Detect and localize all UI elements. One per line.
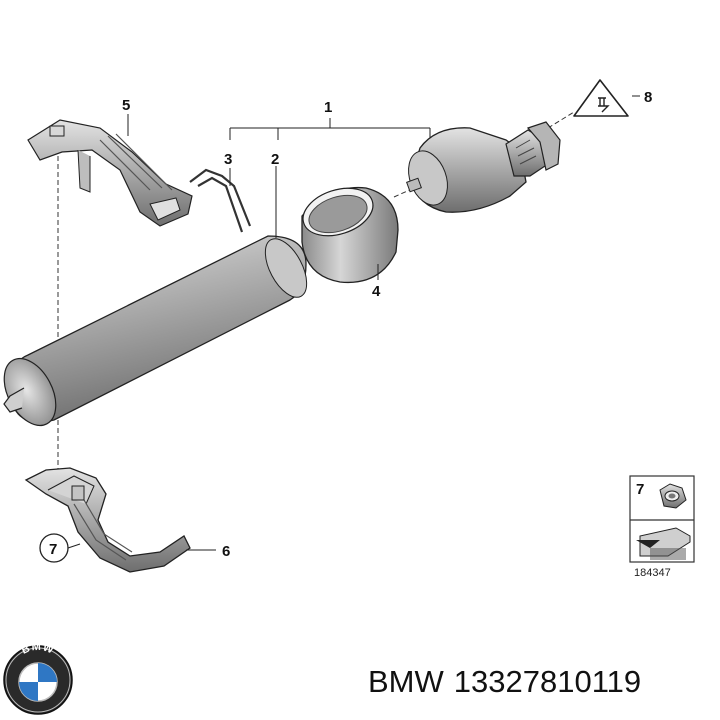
bmw-logo-lettering: BMW [20,641,56,657]
callout-7: 7 [49,541,57,558]
callout-1: 1 [324,99,332,116]
callout-6: 6 [222,543,230,560]
callout-7-circle: 7 [39,533,69,563]
arrow-icon [636,527,691,560]
callout-4: 4 [372,283,381,300]
clamping-ring [301,186,399,284]
legend-part-number: 7 [636,481,644,498]
callout-5: 5 [122,97,130,114]
diagram-code: 184347 [634,567,671,579]
lower-bracket [24,467,191,573]
part-caption: BMW 13327810119 [368,664,641,700]
callout-2: 2 [271,151,279,168]
wire-clip [189,168,252,233]
bmw-logo: BMW [3,641,73,715]
callout-3: 3 [224,151,232,168]
hex-nut-icon [659,483,687,509]
leader-lines [67,95,640,551]
callout-8: 8 [644,89,652,106]
electrical-warning-icon [573,79,629,117]
caption-part-number: 13327810119 [453,664,642,699]
pressure-regulator [406,121,561,213]
fuel-filter-cylinder [3,235,308,427]
caption-brand: BMW [368,664,444,699]
upper-bracket [27,119,193,227]
legend-box: 7 184347 [629,475,695,579]
